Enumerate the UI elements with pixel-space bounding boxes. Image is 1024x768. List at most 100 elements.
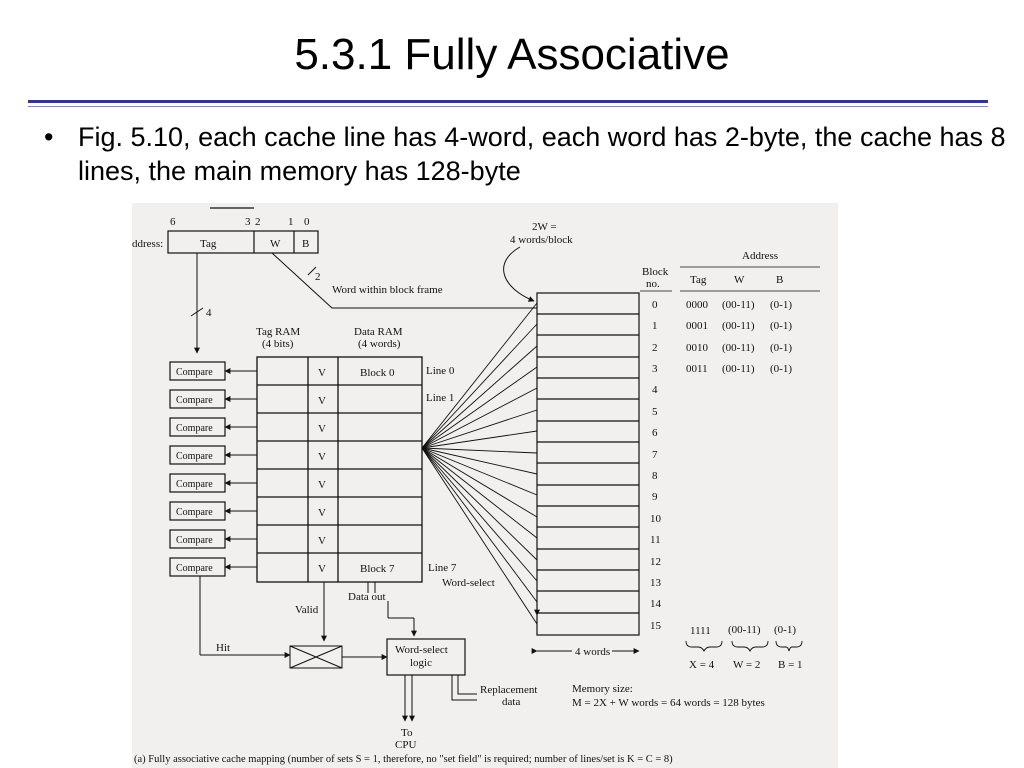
address-w: (00-11)	[722, 342, 755, 354]
word-select-label: Word-select	[442, 577, 495, 589]
data-out-wire	[367, 582, 417, 637]
title-rule	[28, 100, 988, 103]
address-tag: 0001	[686, 320, 708, 332]
field-size-x: X = 4	[689, 659, 715, 671]
data-out-label: Data out	[348, 591, 386, 603]
block-no-subheader: no.	[646, 278, 660, 290]
address-b: (0-1)	[770, 363, 792, 375]
tag-wire	[190, 253, 204, 354]
address-bit-0: 0	[304, 216, 310, 228]
memory-size-formula: M = 2X + W words = 64 words = 128 bytes	[572, 697, 765, 709]
word-select-logic-line1: Word-select	[395, 644, 448, 656]
cache-mapping-figure: 6 3 2 1 0 ddress: Tag W B 2 Word within …	[132, 203, 838, 768]
tag-ram-bits: (4 bits)	[262, 338, 294, 350]
valid-bit: V	[318, 451, 326, 463]
mapping-lines	[421, 302, 538, 625]
wire-2-label: 2	[315, 271, 321, 283]
replacement-wire	[451, 675, 477, 701]
to-label: To	[401, 727, 413, 739]
replacement-data-label: data	[502, 696, 520, 708]
address-bit-1: 1	[288, 216, 294, 228]
address-bit-3: 3	[245, 216, 251, 228]
block-number: 15	[650, 620, 662, 632]
last-row-tag: 1111	[690, 625, 711, 637]
last-row-w: (00-11)	[728, 624, 761, 636]
block-number: 10	[650, 513, 662, 525]
valid-bits: V V V V V V V V	[318, 367, 326, 575]
block-number: 4	[652, 384, 658, 396]
block-size-words: 4 words/block	[510, 234, 573, 246]
address-label: ddress:	[132, 238, 163, 250]
block-7-label: Block 7	[360, 563, 395, 575]
field-braces	[685, 640, 803, 653]
address-w: (00-11)	[722, 299, 755, 311]
line-0-label: Line 0	[426, 365, 455, 377]
col-b: B	[776, 274, 783, 286]
compare-label: Compare	[176, 395, 213, 406]
hit-label: Hit	[216, 642, 230, 654]
block-number: 1	[652, 320, 658, 332]
address-w: (00-11)	[722, 320, 755, 332]
address-b: (0-1)	[770, 342, 792, 354]
block-number: 14	[650, 598, 662, 610]
valid-bit: V	[318, 479, 326, 491]
block-number: 0	[652, 299, 658, 311]
valid-bit: V	[318, 423, 326, 435]
cpu-label: CPU	[395, 739, 416, 751]
block-number: 3	[652, 363, 658, 375]
address-bit-6: 6	[170, 216, 176, 228]
address-tag: 0011	[686, 363, 708, 375]
tag-ram-label: Tag RAM	[256, 326, 300, 338]
wire-4-label: 4	[206, 307, 212, 319]
cache-table	[256, 356, 423, 583]
data-ram-words: (4 words)	[358, 338, 401, 350]
valid-bit: V	[318, 367, 326, 379]
col-tag: Tag	[690, 274, 707, 286]
valid-bit: V	[318, 395, 326, 407]
block-number: 12	[650, 556, 661, 568]
block-number: 5	[652, 406, 658, 418]
block-number: 11	[650, 534, 661, 546]
replacement-label: Replacement	[480, 684, 537, 696]
block-size-power: 2W =	[532, 221, 557, 233]
col-w: W	[734, 274, 745, 286]
compare-label: Compare	[176, 367, 213, 378]
hit-wire	[199, 576, 388, 669]
compare-label: Compare	[176, 507, 213, 518]
block-number: 8	[652, 470, 658, 482]
block-size-arrow	[503, 246, 535, 302]
block-numbers: 0 1 2 3 4 5 6 7 8 9 10 11 12 13 14 15	[650, 299, 662, 632]
address-header: Address	[742, 250, 778, 262]
figure-caption: (a) Fully associative cache mapping (num…	[134, 754, 673, 765]
data-ram-label: Data RAM	[354, 326, 403, 338]
address-tag: 0000	[686, 299, 709, 311]
compare-label: Compare	[176, 451, 213, 462]
bullet-icon: •	[44, 122, 54, 152]
compare-label: Compare	[176, 479, 213, 490]
word-within-block-label: Word within block frame	[332, 284, 443, 296]
compare-label: Compare	[176, 423, 213, 434]
word-select-logic-line2: logic	[410, 657, 432, 669]
block-number: 6	[652, 427, 658, 439]
block-number: 13	[650, 577, 662, 589]
block-number: 2	[652, 342, 658, 354]
block-number: 9	[652, 491, 658, 503]
address-w: (00-11)	[722, 363, 755, 375]
cache-diagram-svg: 6 3 2 1 0 ddress: Tag W B 2 Word within …	[132, 207, 820, 765]
tag-field: Tag	[200, 238, 217, 250]
address-b: (0-1)	[770, 299, 792, 311]
comparators: Compare Compare Compare Compare Compare …	[169, 361, 257, 577]
block-number: 7	[652, 449, 658, 461]
line-7-label: Line 7	[428, 562, 457, 574]
line-1-label: Line 1	[426, 392, 454, 404]
compare-label: Compare	[176, 535, 213, 546]
block-no-header: Block	[642, 266, 669, 278]
title-rule-thin	[28, 106, 988, 107]
memory-size-label: Memory size:	[572, 683, 633, 695]
address-b: (0-1)	[770, 320, 792, 332]
last-row-b: (0-1)	[774, 624, 796, 636]
address-tag: 0010	[686, 342, 709, 354]
slide-title: 5.3.1 Fully Associative	[294, 30, 730, 79]
word-select-logic-box	[386, 638, 466, 676]
field-size-b: B = 1	[778, 659, 803, 671]
